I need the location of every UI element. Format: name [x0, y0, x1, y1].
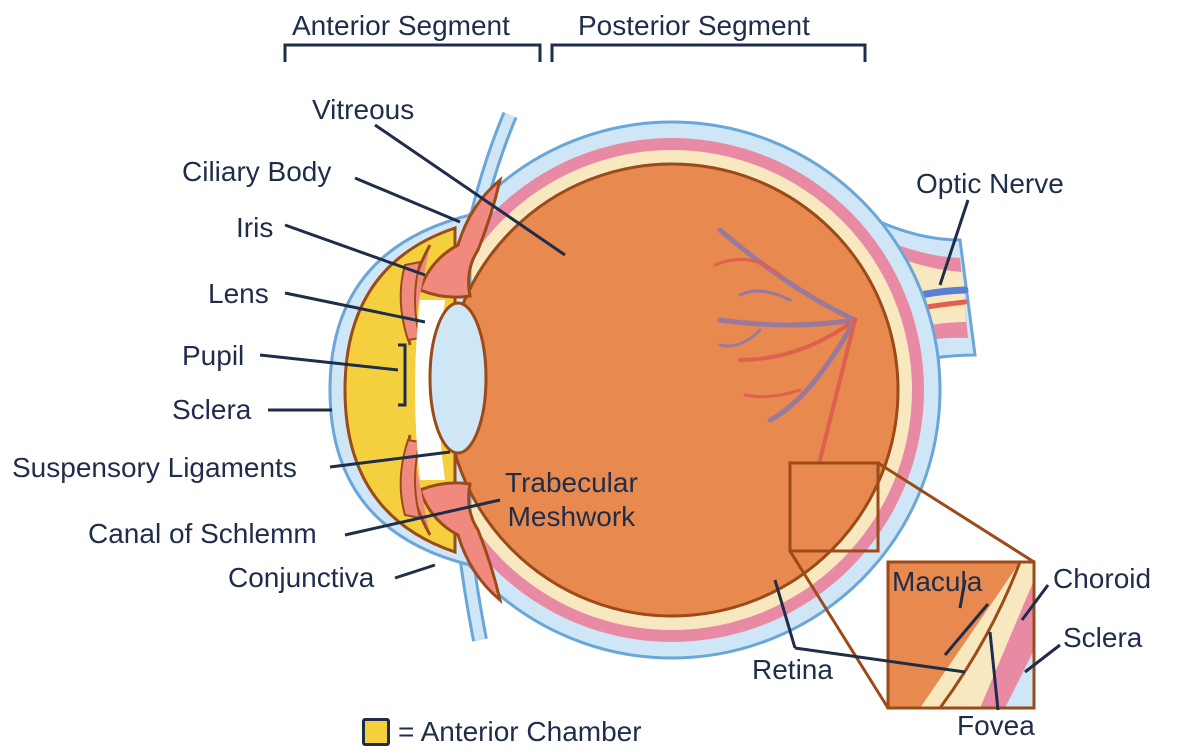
pupil-label: Pupil — [182, 342, 244, 370]
optic-nerve-label: Optic Nerve — [916, 170, 1064, 198]
choroid-label: Choroid — [1053, 565, 1151, 593]
iris-label: Iris — [236, 214, 273, 242]
trabecular-meshwork-label: Trabecular Meshwork — [505, 466, 638, 533]
retina-label: Retina — [752, 656, 833, 684]
vitreous-body — [446, 164, 898, 616]
anterior-segment-bracket — [285, 45, 540, 62]
sclera-left-label: Sclera — [172, 396, 251, 424]
vitreous-label: Vitreous — [312, 96, 414, 124]
lens-label: Lens — [208, 280, 269, 308]
ciliary-body-label: Ciliary Body — [182, 158, 331, 186]
posterior-segment-bracket — [552, 45, 865, 62]
legend-text: = Anterior Chamber — [398, 716, 642, 748]
anterior-chamber-swatch — [362, 718, 390, 746]
macula-label: Macula — [892, 568, 982, 596]
sclera-right-label: Sclera — [1063, 624, 1142, 652]
legend: = Anterior Chamber — [362, 716, 642, 748]
posterior-segment-label: Posterior Segment — [578, 12, 810, 40]
conjunctiva-label: Conjunctiva — [228, 564, 374, 592]
suspensory-ligaments-label: Suspensory Ligaments — [12, 454, 297, 482]
fovea-label: Fovea — [957, 712, 1035, 740]
canal-of-schlemm-label: Canal of Schlemm — [88, 520, 317, 548]
anterior-segment-label: Anterior Segment — [292, 12, 510, 40]
